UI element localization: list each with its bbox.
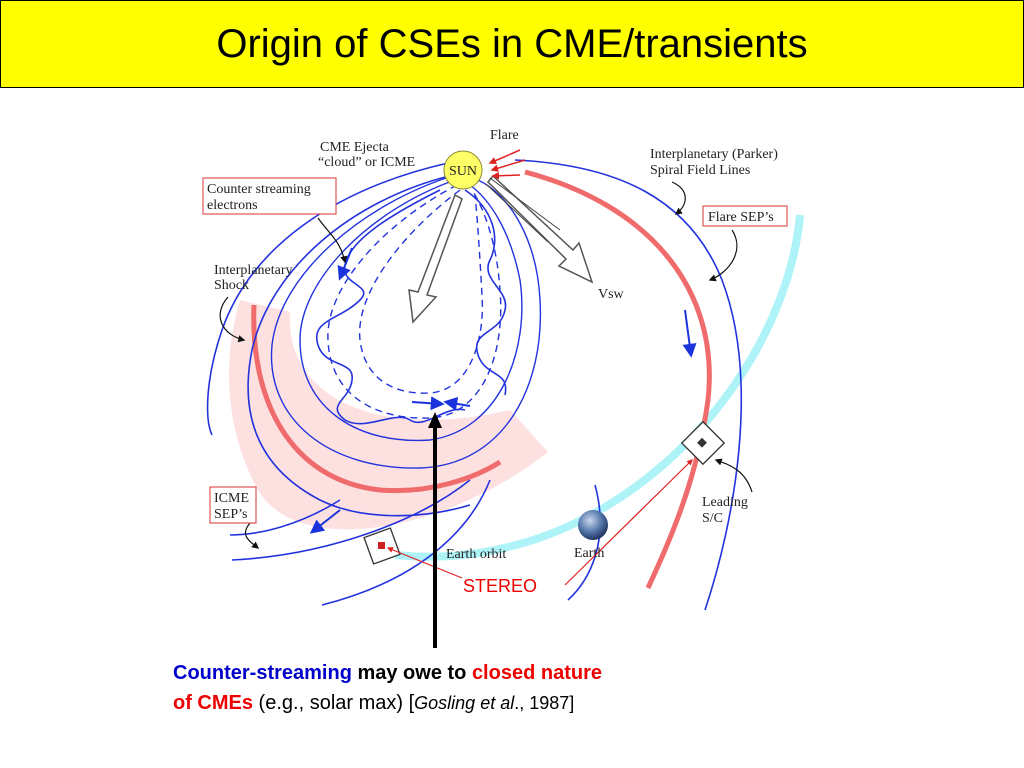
caption-citation-author: Gosling et al xyxy=(414,693,515,713)
flow-arrows xyxy=(408,174,594,324)
caption-citation-year: ., 1987] xyxy=(514,693,575,713)
stereo-label: STEREO xyxy=(463,576,537,596)
parker-down-arrow xyxy=(682,309,697,358)
earth xyxy=(578,510,608,540)
cme-ejecta-label-line2: “cloud” or ICME xyxy=(318,155,415,170)
flare-sep-field-line xyxy=(524,169,712,590)
stereo-spacecraft xyxy=(363,527,401,565)
flare-seps-label: Flare SEP’s xyxy=(708,210,774,225)
caption-of-cmes: of CMEs xyxy=(173,692,253,714)
icme-seps-box xyxy=(209,486,257,524)
counter-streaming-label-line2: electrons xyxy=(207,198,258,213)
sun-rays xyxy=(485,177,561,243)
sun xyxy=(443,150,483,190)
counter-streaming-label-line1: Counter streaming xyxy=(207,182,311,197)
leading-spacecraft xyxy=(680,420,726,466)
loop-top-arrow xyxy=(411,396,445,411)
caption-may-owe-to: may owe to xyxy=(351,662,472,684)
parker-label-line2: Spiral Field Lines xyxy=(650,163,750,178)
slide-title: Origin of CSEs in CME/transients xyxy=(216,21,808,66)
icme-seps-label-line1: ICME xyxy=(214,491,249,506)
sheath-region xyxy=(229,300,548,530)
caption-solar-max: (e.g., solar max) [ xyxy=(253,692,415,714)
parker-label-line1: Interplanetary (Parker) xyxy=(650,147,778,162)
vsw-flow-arrow xyxy=(486,174,594,284)
flare-label: Flare xyxy=(490,128,519,143)
shock-label-line1: Interplanetary xyxy=(214,263,293,278)
caption: Counter-streaming may owe to closed natu… xyxy=(173,658,813,718)
shock-label-line2: Shock xyxy=(214,278,249,293)
earth-orbit-label: Earth orbit xyxy=(446,547,506,562)
earth-orbit-arc xyxy=(394,214,804,561)
parker-spiral-lines xyxy=(206,159,743,611)
title-bar: Origin of CSEs in CME/transients xyxy=(0,0,1024,88)
loop-top-arrow-back xyxy=(443,396,471,411)
caption-counter-streaming: Counter-streaming xyxy=(173,662,352,684)
callout-pointers xyxy=(219,181,753,549)
leading-sc-label-line1: Leading xyxy=(702,495,748,510)
earth-label: Earth xyxy=(574,546,604,561)
sun-label: SUN xyxy=(449,164,477,179)
vsw-label: Vsw xyxy=(598,287,625,302)
counter-streaming-box xyxy=(202,177,337,215)
cme-ejecta-label-line1: CME Ejecta xyxy=(320,140,390,155)
icme-seps-label-line2: SEP’s xyxy=(214,507,247,522)
flare-marker xyxy=(488,149,526,180)
caption-closed-nature: closed nature xyxy=(471,662,602,684)
stereo-callout xyxy=(386,459,693,586)
caption-pointer-head xyxy=(428,412,442,428)
icme-outflow-arrow xyxy=(309,509,341,534)
ejecta-flow-arrow xyxy=(408,193,463,324)
interplanetary-shock xyxy=(251,304,502,494)
leading-sc-label-line2: S/C xyxy=(702,511,723,526)
flare-seps-box xyxy=(702,205,788,227)
